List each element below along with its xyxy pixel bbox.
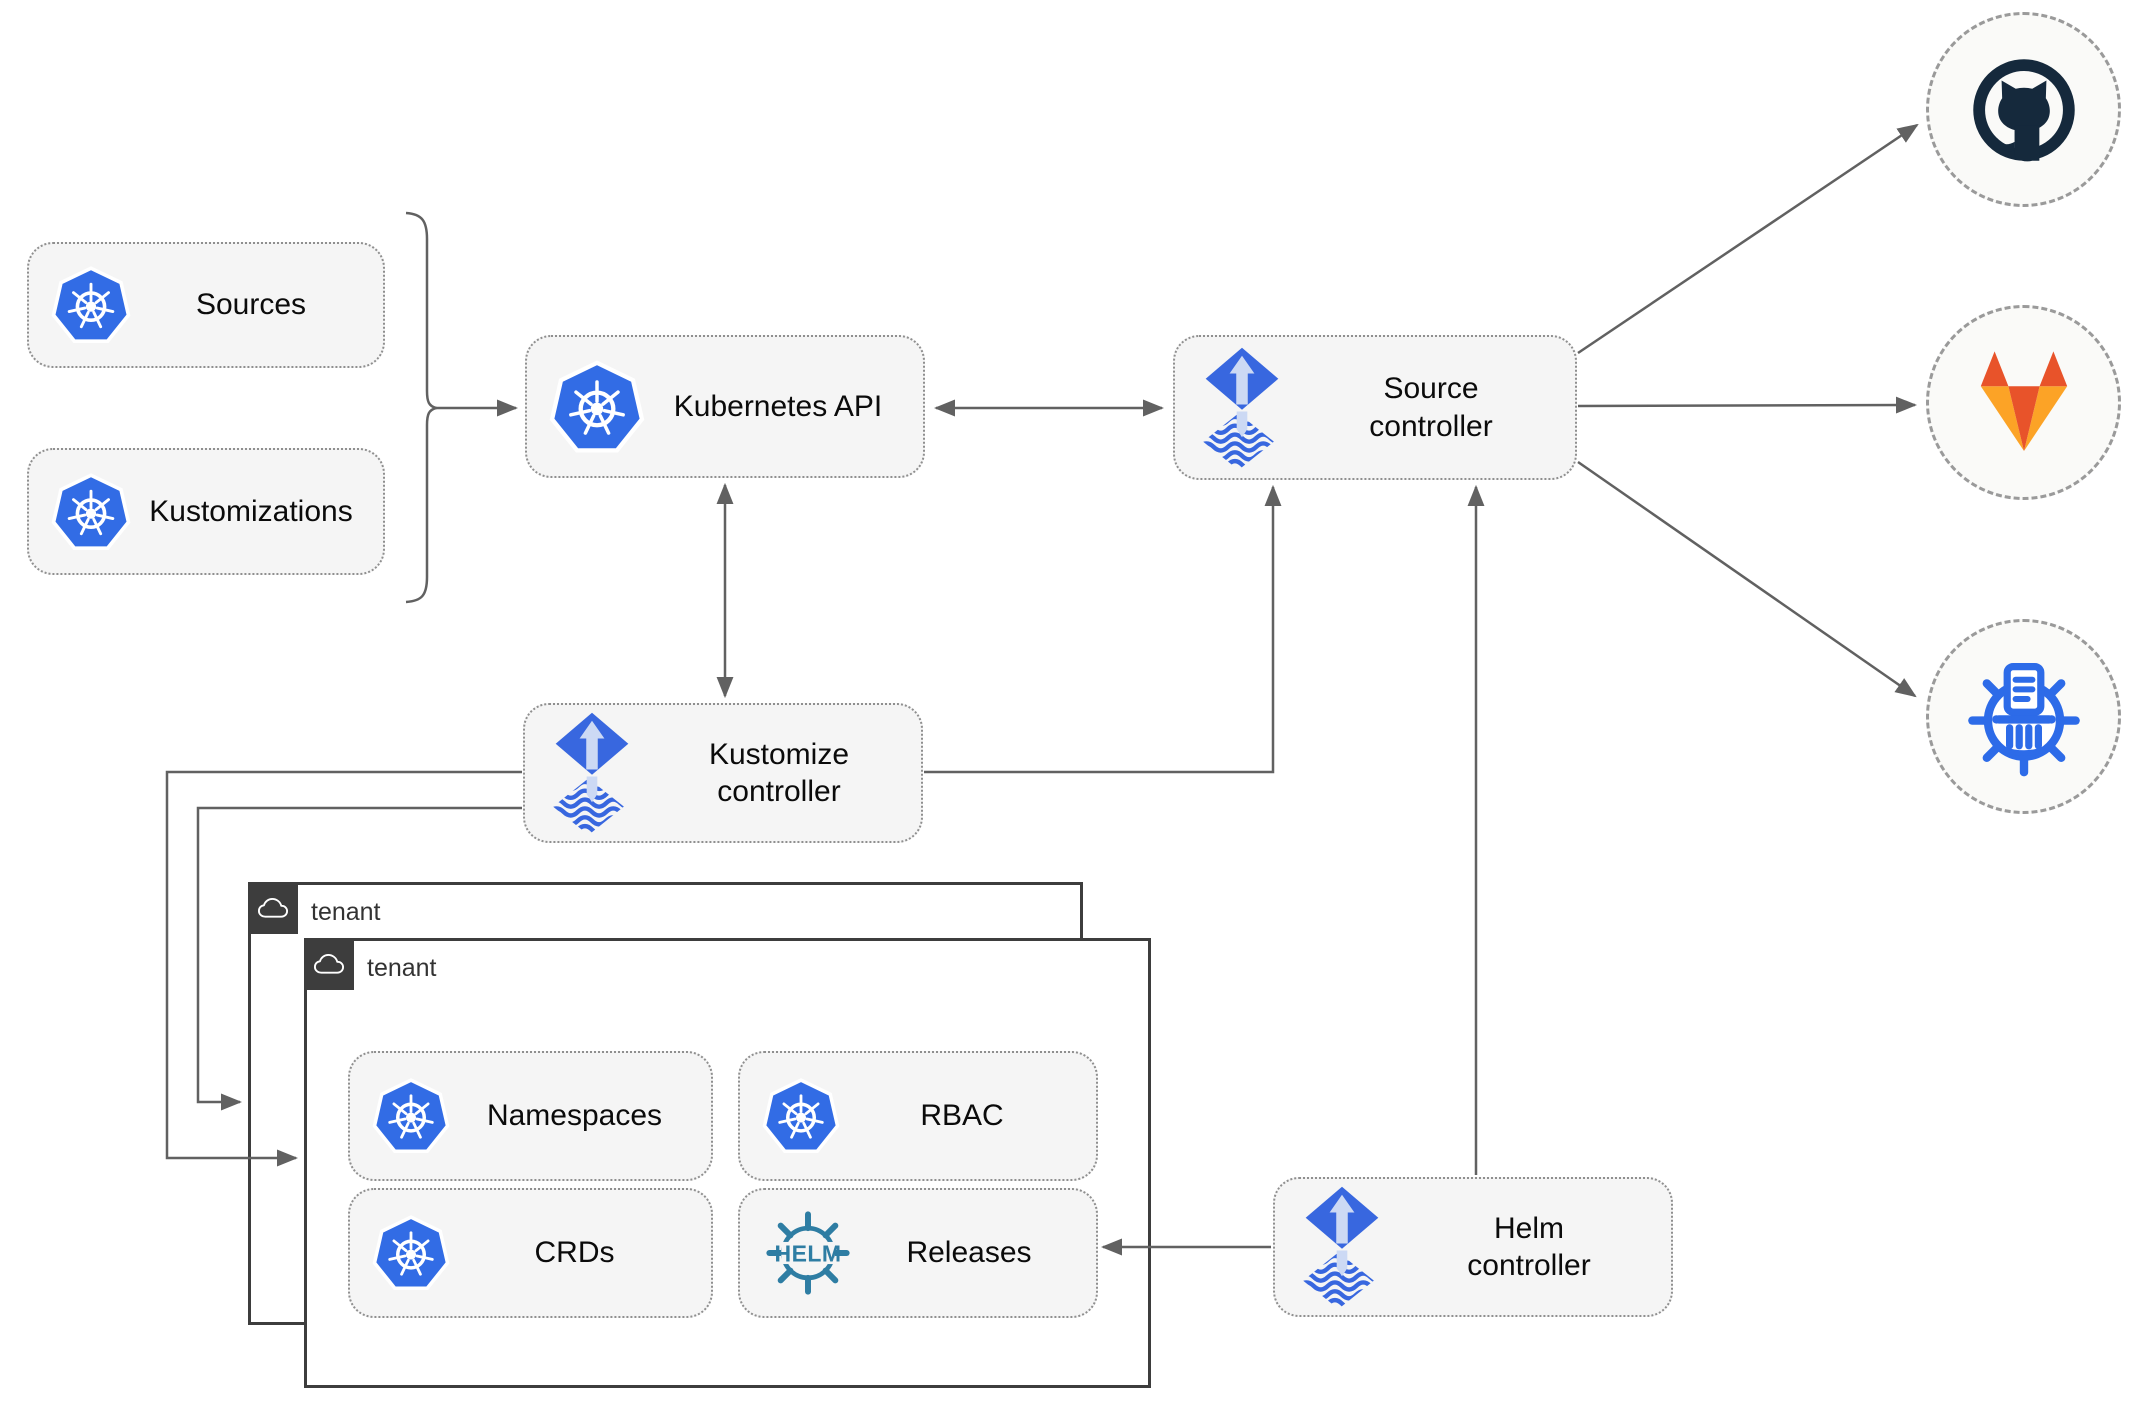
helm-logo-text: HELM (775, 1240, 842, 1266)
kubernetes-icon (549, 359, 645, 455)
tenant-group-label: tenant (367, 954, 437, 982)
node-namespaces: Namespaces (348, 1051, 713, 1181)
github-icon (1965, 51, 2083, 169)
tenant-tab (248, 882, 298, 934)
edge-kustomize-source (924, 484, 1282, 774)
node-label: CRDs (534, 1236, 615, 1270)
node-label: Kustomize controller (708, 737, 850, 809)
kubernetes-icon (51, 265, 131, 345)
node-releases: HELM Releases (738, 1188, 1098, 1318)
node-helm-controller: Helm controller (1273, 1177, 1673, 1317)
node-kustomize-controller: Kustomize controller (523, 703, 923, 843)
edge-source-chartmuseum (1577, 460, 1917, 698)
external-github (1926, 12, 2121, 207)
node-kustomizations: Kustomizations (27, 448, 385, 575)
external-chartmuseum (1926, 619, 2121, 814)
node-source-controller: Source controller (1173, 335, 1577, 480)
node-crds: CRDs (348, 1188, 713, 1318)
tenant-tab (304, 938, 354, 990)
cloud-icon (256, 895, 290, 921)
flux-icon (547, 711, 637, 835)
flux-icon (1197, 346, 1287, 470)
kubernetes-icon (372, 1077, 450, 1155)
group-tenant-front: tenant Namespaces RBAC (304, 938, 1151, 1388)
node-label: RBAC (920, 1099, 1004, 1133)
node-kubernetes-api: Kubernetes API (525, 335, 925, 478)
kubernetes-icon (762, 1077, 840, 1155)
external-gitlab (1926, 305, 2121, 500)
node-label: Source controller (1369, 372, 1493, 443)
helm-icon: HELM (762, 1207, 854, 1299)
node-label: Kustomizations (149, 494, 353, 528)
node-label: Sources (195, 288, 307, 322)
node-label: Releases (906, 1236, 1032, 1270)
kubernetes-icon (372, 1214, 450, 1292)
kubernetes-icon (51, 472, 131, 552)
group-brace (405, 211, 441, 604)
chartmuseum-icon (1964, 657, 2084, 777)
flux-icon (1297, 1185, 1387, 1309)
cloud-icon (312, 951, 346, 977)
node-label: Namespaces (486, 1099, 663, 1133)
tenant-group-label: tenant (311, 898, 381, 926)
node-label: Kubernetes API (673, 389, 883, 423)
node-rbac: RBAC (738, 1051, 1098, 1181)
edge-source-github (1577, 123, 1919, 355)
gitlab-icon (1964, 349, 2084, 457)
node-label: Helm controller (1467, 1211, 1591, 1283)
node-sources: Sources (27, 242, 385, 368)
edge-source-gitlab (1577, 396, 1918, 414)
